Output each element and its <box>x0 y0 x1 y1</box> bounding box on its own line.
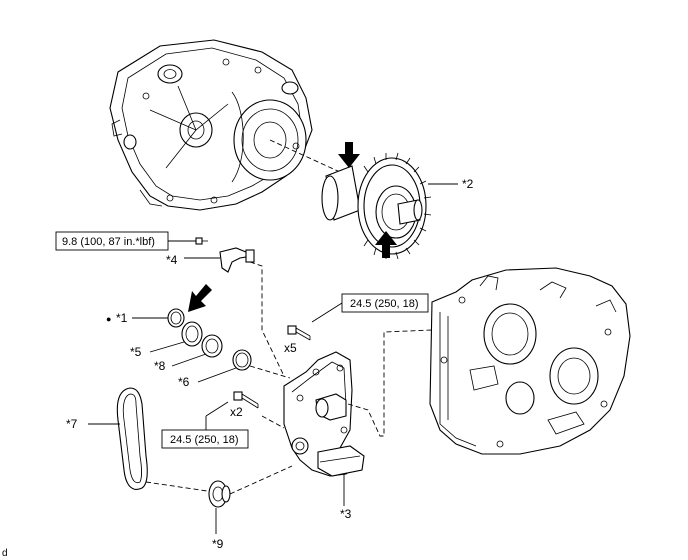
torque-spec-box-lower <box>161 429 249 449</box>
snap-ring-part-6 <box>232 349 252 371</box>
bearing-part-8 <box>201 334 223 358</box>
part-5-label: *5 <box>130 345 142 359</box>
pump-case-dash <box>347 329 433 437</box>
grease-bullet-icon: ● <box>106 314 111 324</box>
install-direction-arrow-icon <box>338 142 360 168</box>
chain-dash <box>145 481 215 493</box>
rings-dash <box>249 365 291 379</box>
small-bolt <box>195 237 208 245</box>
qty-x5: x5 <box>284 341 297 355</box>
part-6-leader <box>197 367 237 383</box>
seal-part-5 <box>181 321 203 347</box>
install-direction-arrow-icon <box>188 284 212 312</box>
alignment-line <box>269 139 341 173</box>
corner-mark: d <box>2 548 8 559</box>
part-5-leader <box>149 341 185 353</box>
torque-lower-leader <box>205 401 229 417</box>
transaxle-case <box>429 267 631 455</box>
sprocket-dash <box>229 465 293 495</box>
bolt-x5 <box>287 325 311 341</box>
install-direction-arrow-icon <box>375 231 397 258</box>
transaxle-housing <box>109 39 313 211</box>
oil-pump-assembly-part-3 <box>283 351 365 477</box>
part-3-label: *3 <box>340 507 352 521</box>
torque-spec-lower: 24.5 (250, 18) <box>170 434 239 446</box>
part-7-label: *7 <box>66 417 78 431</box>
part-1-label: *1 <box>116 311 128 325</box>
o-ring-part-1 <box>167 308 185 328</box>
bracket-part-4 <box>219 247 255 273</box>
part-6-label: *6 <box>178 375 190 389</box>
part-8-label: *8 <box>154 359 166 373</box>
part-9-label: *9 <box>212 537 224 551</box>
torque-right-leader <box>311 302 343 323</box>
torque-spec-right: 24.5 (250, 18) <box>350 298 419 310</box>
part-2-label: *2 <box>462 177 474 191</box>
part-4-label: *4 <box>166 253 178 267</box>
sprocket-part-9 <box>208 480 231 508</box>
drive-chain-part-7 <box>116 387 148 490</box>
torque-spec-top: 9.8 (100, 87 in.*lbf) <box>62 236 155 248</box>
qty-x2: x2 <box>230 405 243 419</box>
bracket-dash <box>249 261 285 377</box>
bolt-x2 <box>233 391 259 409</box>
differential-assembly <box>321 152 432 260</box>
bolt-dash <box>261 415 285 429</box>
part-8-leader <box>171 353 207 367</box>
